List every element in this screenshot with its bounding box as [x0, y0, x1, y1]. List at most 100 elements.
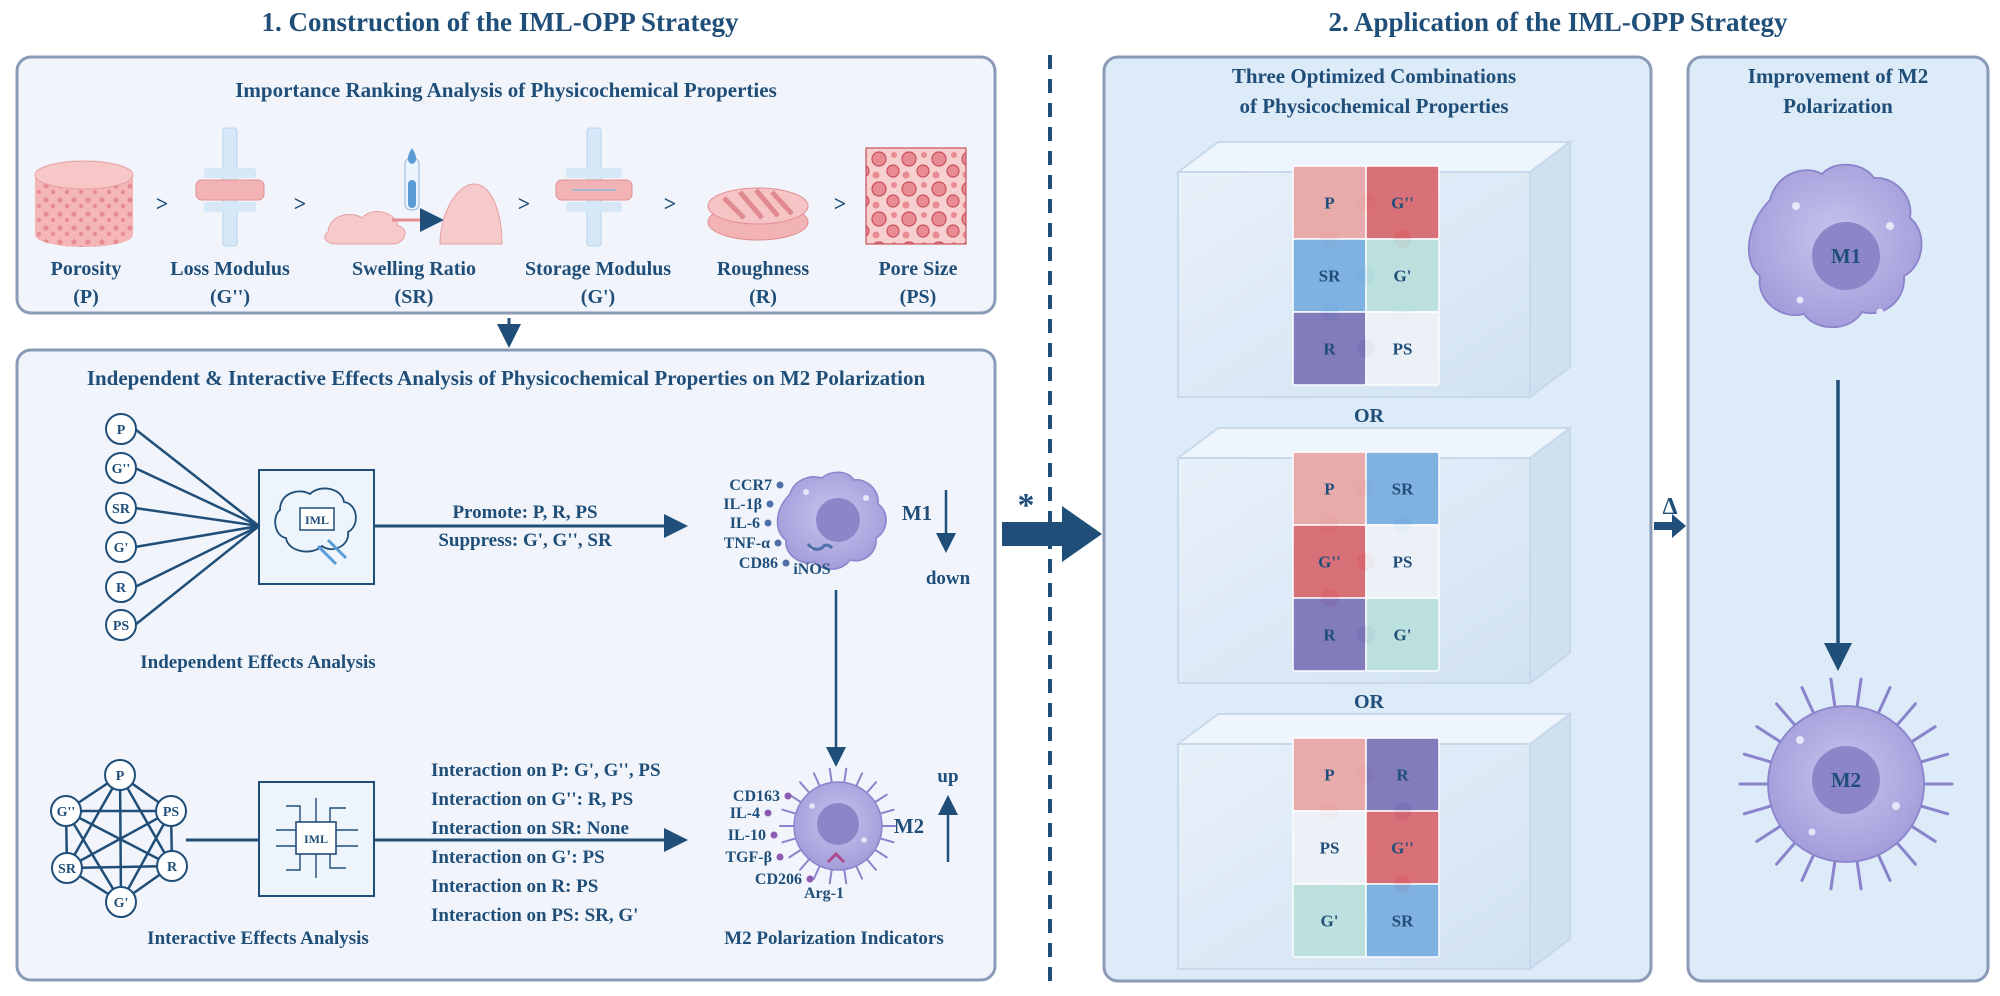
- interaction-edge: [64, 810, 123, 903]
- m2-marker-dot: [806, 875, 814, 883]
- puzzle-piece-label: G': [1321, 912, 1339, 931]
- puzzle-piece-label: G': [1394, 626, 1412, 645]
- ranking-separator-5: >: [834, 191, 847, 216]
- m2-marker-2: IL-4: [730, 805, 760, 822]
- transition-symbol: *: [1018, 487, 1035, 524]
- or-label-2: OR: [1354, 691, 1385, 713]
- independent-node-p: [105, 413, 137, 445]
- interaction-edge: [118, 774, 174, 867]
- loss-modulus-illustration: [195, 127, 265, 247]
- puzzle-piece-label: P: [1324, 480, 1334, 499]
- improvement-m2-cell: [1738, 677, 1954, 891]
- m2-marker-5: CD206: [755, 871, 802, 888]
- puzzle-piece-label: G'': [1391, 839, 1414, 858]
- independent-node-label: PS: [113, 619, 130, 634]
- combinations-title-line2: of Physicochemical Properties: [1239, 94, 1508, 118]
- puzzle-piece-label: R: [1396, 766, 1409, 785]
- m2-marker-3: IL-10: [728, 827, 766, 844]
- improvement-title-line1: Improvement of M2: [1748, 64, 1928, 88]
- puzzle-piece-sr: SR: [1365, 883, 1440, 958]
- puzzle-piece-r: R: [1365, 737, 1440, 820]
- independent-node-r: [105, 571, 137, 603]
- m2-marker-dot: [776, 853, 784, 861]
- independent-edge: [134, 525, 260, 626]
- combinations-title-line1: Three Optimized Combinations: [1232, 64, 1516, 88]
- ranking-separator-4: >: [664, 191, 677, 216]
- m1-marker-dot: [764, 519, 772, 527]
- puzzle-piece-ps: PS: [1365, 311, 1440, 386]
- m2-marker-dot: [784, 792, 792, 800]
- independent-model-box: [258, 469, 375, 585]
- storage-modulus-illustration: [555, 127, 633, 247]
- independent-edge: [134, 506, 260, 528]
- interaction-line-1: Interaction on P: G', G'', PS: [431, 760, 661, 781]
- interactive-node-label: P: [116, 769, 125, 784]
- m2-marker-dot: [770, 831, 778, 839]
- ranking-title: Importance Ranking Analysis of Physicoch…: [235, 78, 777, 102]
- m2-cell: [779, 767, 897, 885]
- ranking-separator-3: >: [518, 191, 531, 216]
- independent-node-gg2: [105, 452, 137, 484]
- puzzle-piece-label: SR: [1319, 267, 1341, 286]
- m1-marker-dot: [776, 481, 784, 489]
- ranking-property-name-5: Roughness: [717, 258, 809, 280]
- puzzle-piece-label: P: [1324, 194, 1334, 213]
- independent-model-label: IML: [305, 513, 329, 527]
- improvement-m2-label: M2: [1831, 768, 1861, 792]
- m2-marker-dot: [764, 809, 772, 817]
- m1-marker-dot: [782, 559, 790, 567]
- ranking-property-abbr-1: (P): [73, 286, 99, 308]
- interaction-line-2: Interaction on G'': R, PS: [431, 789, 633, 810]
- independent-node-label: P: [117, 423, 126, 438]
- m1-cell: [776, 471, 887, 570]
- puzzle-piece-r: R: [1292, 311, 1375, 386]
- ranking-property-name-2: Loss Modulus: [170, 258, 290, 280]
- interactive-node-label: SR: [58, 862, 77, 877]
- puzzle-piece-p: P: [1292, 737, 1375, 820]
- ranking-property-abbr-4: (G'): [581, 286, 615, 308]
- interaction-line-4: Interaction on G': PS: [431, 847, 605, 868]
- independent-edge: [134, 524, 260, 549]
- ranking-property-abbr-6: (PS): [900, 286, 937, 308]
- m1-enzyme-label: iNOS: [793, 561, 830, 578]
- or-label-1: OR: [1354, 405, 1385, 427]
- interactive-node-p: [104, 759, 136, 791]
- m2-indicators-label: M2 Polarization Indicators: [724, 928, 944, 949]
- independent-edge: [134, 428, 260, 527]
- m2-marker-1: CD163: [733, 788, 780, 805]
- transition-arrow: [1002, 506, 1102, 562]
- independent-node-g1: [105, 531, 137, 563]
- ranking-property-name-6: Pore Size: [878, 258, 957, 280]
- puzzle-piece-g1: G': [1365, 238, 1440, 321]
- interactive-node-g1: [105, 886, 137, 918]
- puzzle-piece-gg2: G'': [1365, 810, 1440, 893]
- independent-node-label: SR: [112, 502, 131, 517]
- section2-title: 2. Application of the IML-OPP Strategy: [1329, 7, 1788, 37]
- interaction-line-3: Interaction on SR: None: [431, 818, 629, 839]
- interaction-edge: [66, 864, 173, 870]
- m1-label: M1: [902, 501, 932, 525]
- ranking-property-name-3: Swelling Ratio: [352, 258, 476, 280]
- ranking-panel: Importance Ranking Analysis of Physicoch…: [15, 55, 997, 315]
- independent-node-label: G': [114, 541, 129, 556]
- independent-node-sr: [105, 492, 137, 524]
- pore-size-illustration: [865, 147, 967, 245]
- puzzle-piece-label: R: [1323, 626, 1336, 645]
- interaction-edge: [65, 809, 173, 868]
- ranking-separator-1: >: [156, 191, 169, 216]
- m1-direction-label: down: [926, 568, 971, 589]
- puzzle-piece-label: PS: [1393, 553, 1413, 572]
- interactive-node-r: [156, 850, 188, 882]
- swelling-ratio-illustration: [324, 148, 503, 245]
- independent-node-label: R: [116, 581, 127, 596]
- puzzle-piece-label: P: [1324, 766, 1334, 785]
- ranking-property-abbr-5: (R): [749, 286, 777, 308]
- puzzle-piece-r: R: [1292, 597, 1375, 672]
- m1-marker-2: IL-1β: [723, 496, 762, 513]
- puzzle-piece-label: G': [1394, 267, 1412, 286]
- porosity-illustration: [34, 160, 134, 247]
